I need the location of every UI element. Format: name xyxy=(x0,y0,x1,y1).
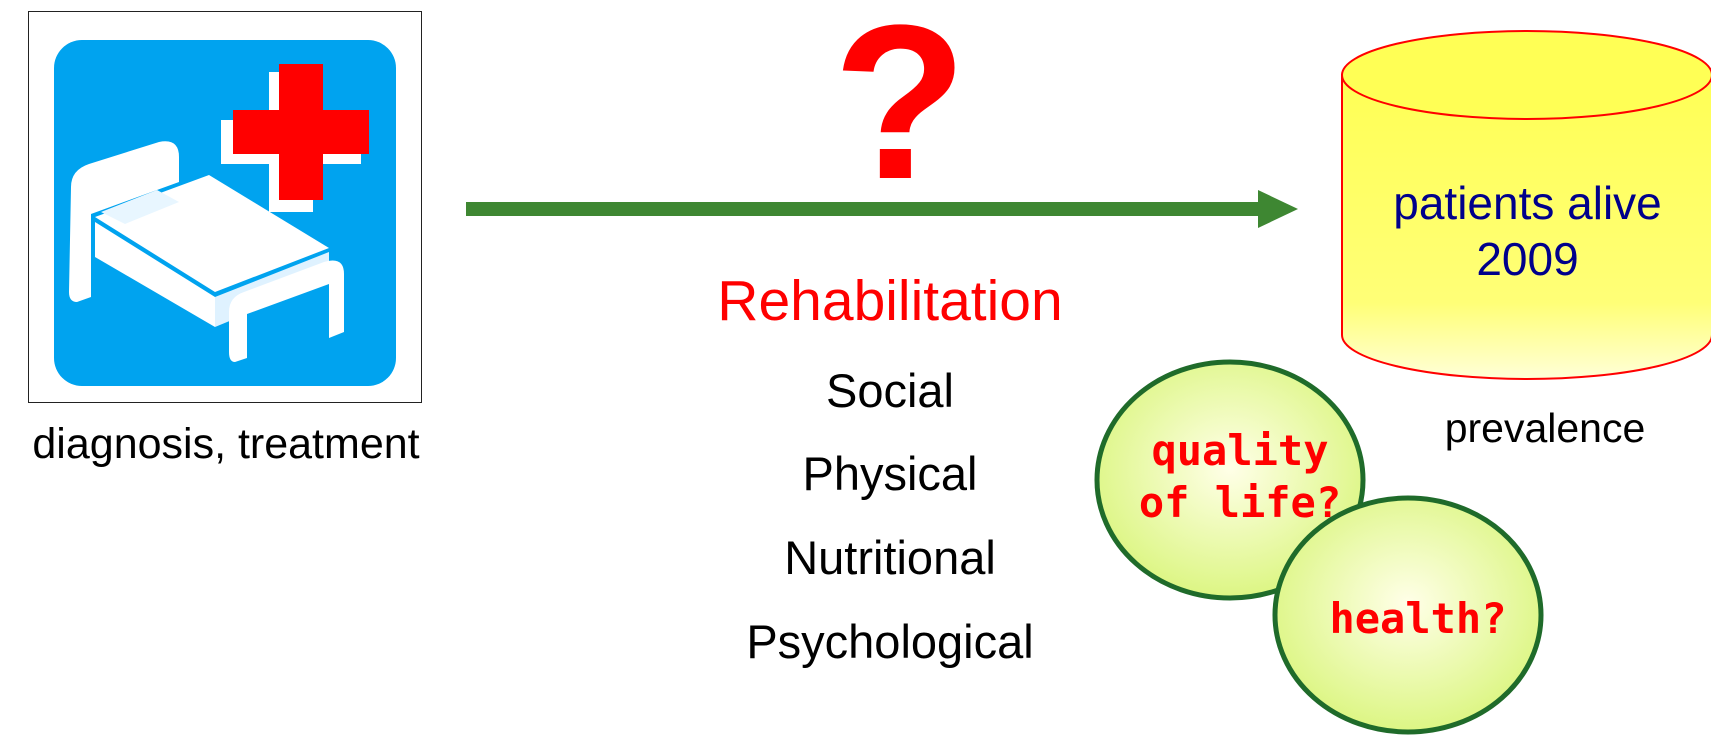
bubble-health xyxy=(1272,495,1544,735)
bed-icon xyxy=(69,141,344,362)
rehab-item-physical: Physical xyxy=(802,447,978,500)
arrow-right-icon xyxy=(466,190,1298,228)
red-cross-icon xyxy=(233,64,369,200)
prevalence-caption: prevalence xyxy=(1444,405,1646,451)
bubble-quality-of-life-text: quality of life? xyxy=(1120,425,1360,529)
cylinder-icon xyxy=(1341,30,1711,380)
cylinder-label-line2: 2009 xyxy=(1476,233,1579,285)
diagnosis-caption: diagnosis, treatment xyxy=(32,420,420,468)
cylinder-label-line1: patients alive xyxy=(1393,177,1662,229)
cylinder-label: patients alive 2009 xyxy=(1350,175,1705,287)
rehab-item-psychological: Psychological xyxy=(746,615,1034,668)
rehabilitation-title: Rehabilitation xyxy=(717,269,1063,333)
rehab-item-social: Social xyxy=(825,364,954,417)
hospital-icon-frame xyxy=(28,11,422,403)
rehab-item-nutritional: Nutritional xyxy=(784,531,996,584)
bubble-health-text: health? xyxy=(1329,594,1507,643)
question-mark: ? xyxy=(832,0,968,225)
bubble-qol-line1: quality xyxy=(1151,426,1329,475)
bubble-quality-of-life xyxy=(1094,359,1366,601)
bubbles xyxy=(1094,359,1544,735)
hospital-bed-icon xyxy=(54,40,396,386)
bubble-qol-line2: of life? xyxy=(1138,478,1342,527)
